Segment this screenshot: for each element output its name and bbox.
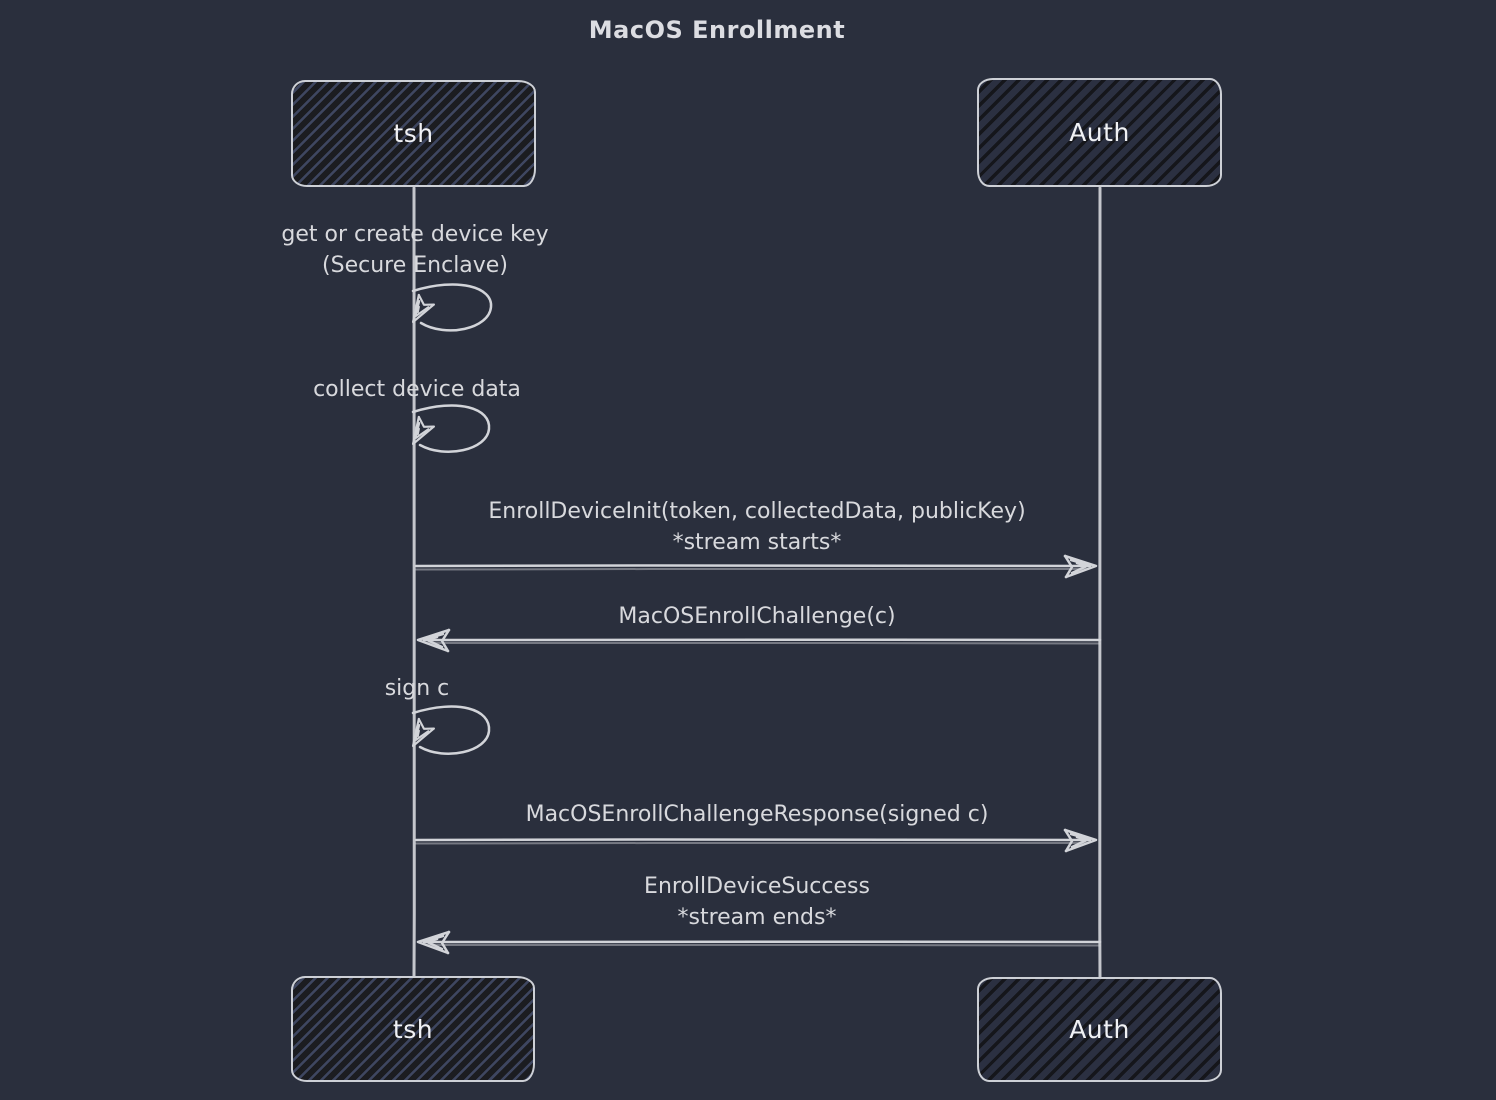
message-label-self-4: sign c bbox=[384, 676, 450, 701]
message-arrow-2-echo bbox=[415, 568, 1087, 571]
message-arrow-3 bbox=[422, 638, 1102, 642]
message-arrow-5-echo bbox=[415, 842, 1087, 845]
actor-auth-label: Auth bbox=[1069, 118, 1130, 147]
actor-tsh-top: tsh bbox=[291, 80, 536, 187]
message-label-self-1: collect device data bbox=[313, 377, 521, 402]
actor-tsh-label: tsh bbox=[393, 119, 434, 148]
message-arrow-5 bbox=[414, 838, 1092, 842]
message-arrow-2 bbox=[414, 564, 1092, 568]
message-label-6: EnrollDeviceSuccess *stream ends* bbox=[644, 874, 870, 930]
actor-auth-bottom: Auth bbox=[977, 977, 1222, 1082]
message-arrow-6-echo bbox=[427, 944, 1101, 947]
message-label-5: MacOSEnrollChallengeResponse(signed c) bbox=[525, 802, 989, 827]
actor-tsh-bottom: tsh bbox=[291, 976, 535, 1082]
lifeline-auth bbox=[1098, 186, 1102, 979]
message-label-3: MacOSEnrollChallenge(c) bbox=[618, 604, 896, 629]
lifeline-tsh bbox=[412, 186, 416, 978]
actor-tsh-label: tsh bbox=[392, 1014, 434, 1044]
diagram-title: MacOS Enrollment bbox=[588, 16, 846, 44]
self-loop-4 bbox=[411, 705, 491, 755]
actor-auth-top: Auth bbox=[977, 78, 1222, 187]
message-arrow-6 bbox=[422, 940, 1102, 944]
message-label-self-0: get or create device key (Secure Enclave… bbox=[281, 222, 549, 278]
self-loop-1 bbox=[411, 404, 491, 453]
message-label-2: EnrollDeviceInit(token, collectedData, p… bbox=[488, 499, 1026, 555]
self-loop-0 bbox=[411, 283, 493, 332]
message-arrow-3-echo bbox=[427, 642, 1101, 645]
self-loop-0-arrowhead-icon bbox=[404, 293, 436, 328]
actor-auth-label: Auth bbox=[1069, 1015, 1130, 1044]
